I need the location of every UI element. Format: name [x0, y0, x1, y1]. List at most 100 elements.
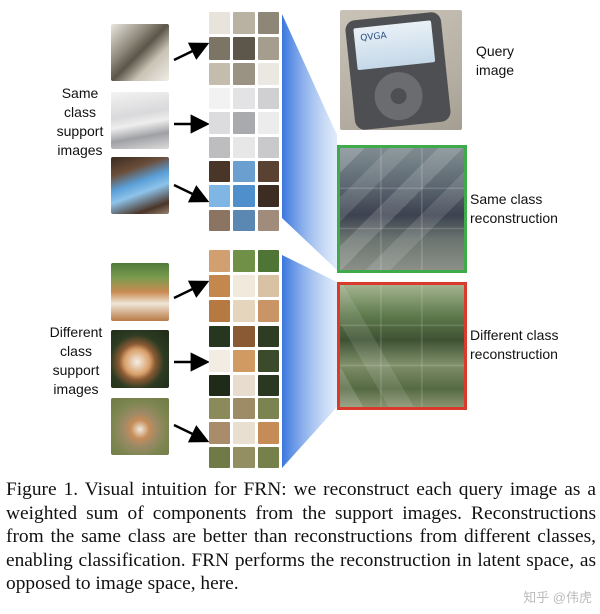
patch [257, 446, 279, 468]
label-line: Query [475, 43, 515, 59]
support-patch-grid-phone-3 [209, 161, 279, 231]
arrow-same-3 [173, 183, 210, 203]
different-class-reconstruction-label: Different class reconstruction [470, 326, 580, 364]
support-patch-grid-dog-2 [209, 326, 279, 396]
patch [209, 136, 231, 158]
patch [233, 326, 255, 348]
label-line: reconstruction [470, 210, 558, 226]
patch [209, 398, 231, 420]
support-image-dog-3 [111, 398, 169, 455]
recon-grid-lines [340, 148, 464, 270]
patch [257, 12, 279, 35]
patch [257, 37, 279, 60]
patch [233, 275, 255, 297]
patch [233, 136, 255, 158]
recon-grid-lines [340, 285, 464, 407]
same-class-reconstruction [337, 145, 467, 273]
patch [209, 374, 231, 396]
arrow-diff-1 [173, 280, 210, 300]
patch [209, 37, 231, 60]
support-patch-grid-phone-1 [209, 12, 279, 85]
support-image-phone-3 [111, 157, 169, 214]
label-line: class [64, 104, 96, 120]
query-image-label: Query image [470, 42, 520, 80]
patch [257, 326, 279, 348]
support-image-dog-2 [111, 330, 169, 388]
arrow-same-1 [173, 42, 210, 62]
label-line: images [53, 381, 99, 397]
label-line: image [475, 62, 515, 78]
support-patch-grid-dog-3 [209, 398, 279, 468]
patch [257, 300, 279, 322]
label-line: reconstruction [470, 346, 558, 362]
patch [233, 37, 255, 60]
label-line: support [52, 362, 100, 378]
label-line: Different class [470, 327, 559, 343]
support-image-phone-2 [111, 92, 169, 149]
ipod-center-button [389, 87, 408, 105]
label-line: images [57, 142, 103, 158]
patch [233, 374, 255, 396]
patch [209, 422, 231, 444]
patch [209, 12, 231, 35]
patch [257, 62, 279, 85]
patch [233, 398, 255, 420]
same-class-reconstruction-label: Same class reconstruction [470, 190, 574, 228]
patch [257, 398, 279, 420]
patch [209, 250, 231, 272]
patch [233, 300, 255, 322]
patch [257, 136, 279, 158]
patch [233, 209, 255, 231]
label-line: support [56, 123, 104, 139]
different-class-reconstruction [337, 282, 467, 410]
patch [257, 88, 279, 110]
ipod-screen: QVGA [353, 20, 436, 71]
patch [209, 300, 231, 322]
ipod-screen-text: QVGA [359, 31, 388, 44]
patch [257, 275, 279, 297]
patch [233, 88, 255, 110]
patch [233, 62, 255, 85]
support-patch-grid-phone-2 [209, 88, 279, 158]
label-line: Same class [470, 191, 543, 207]
arrow-diff-3 [173, 423, 210, 443]
patch [209, 62, 231, 85]
patch [233, 422, 255, 444]
patch [209, 185, 231, 207]
same-class-support-label: Same class support images [40, 84, 120, 160]
patch [257, 374, 279, 396]
patch [257, 185, 279, 207]
patch [257, 161, 279, 183]
projection-wedge-different [282, 255, 337, 468]
patch [209, 275, 231, 297]
label-line: Different [49, 324, 103, 340]
different-class-support-label: Different class support images [26, 323, 126, 399]
patch [257, 250, 279, 272]
projection-wedge-same [282, 14, 337, 270]
patch [233, 12, 255, 35]
patch [233, 112, 255, 134]
patch [209, 326, 231, 348]
patch [233, 185, 255, 207]
query-image: QVGA [340, 10, 462, 130]
patch [233, 446, 255, 468]
patch [209, 88, 231, 110]
watermark: 知乎 @伟虎 [523, 590, 592, 605]
support-image-phone-1 [111, 24, 169, 81]
patch [209, 112, 231, 134]
patch [209, 209, 231, 231]
support-image-dog-1 [111, 263, 169, 321]
ipod-body: QVGA [344, 11, 452, 130]
label-line: Same [61, 85, 99, 101]
label-line: class [60, 343, 92, 359]
patch [257, 422, 279, 444]
ipod-click-wheel [372, 69, 426, 123]
patch [209, 161, 231, 183]
figure-caption: Figure 1. Visual intuition for FRN: we r… [6, 479, 596, 594]
patch [257, 350, 279, 372]
patch [233, 250, 255, 272]
support-patch-grid-dog-1 [209, 250, 279, 322]
patch [233, 350, 255, 372]
patch [209, 350, 231, 372]
